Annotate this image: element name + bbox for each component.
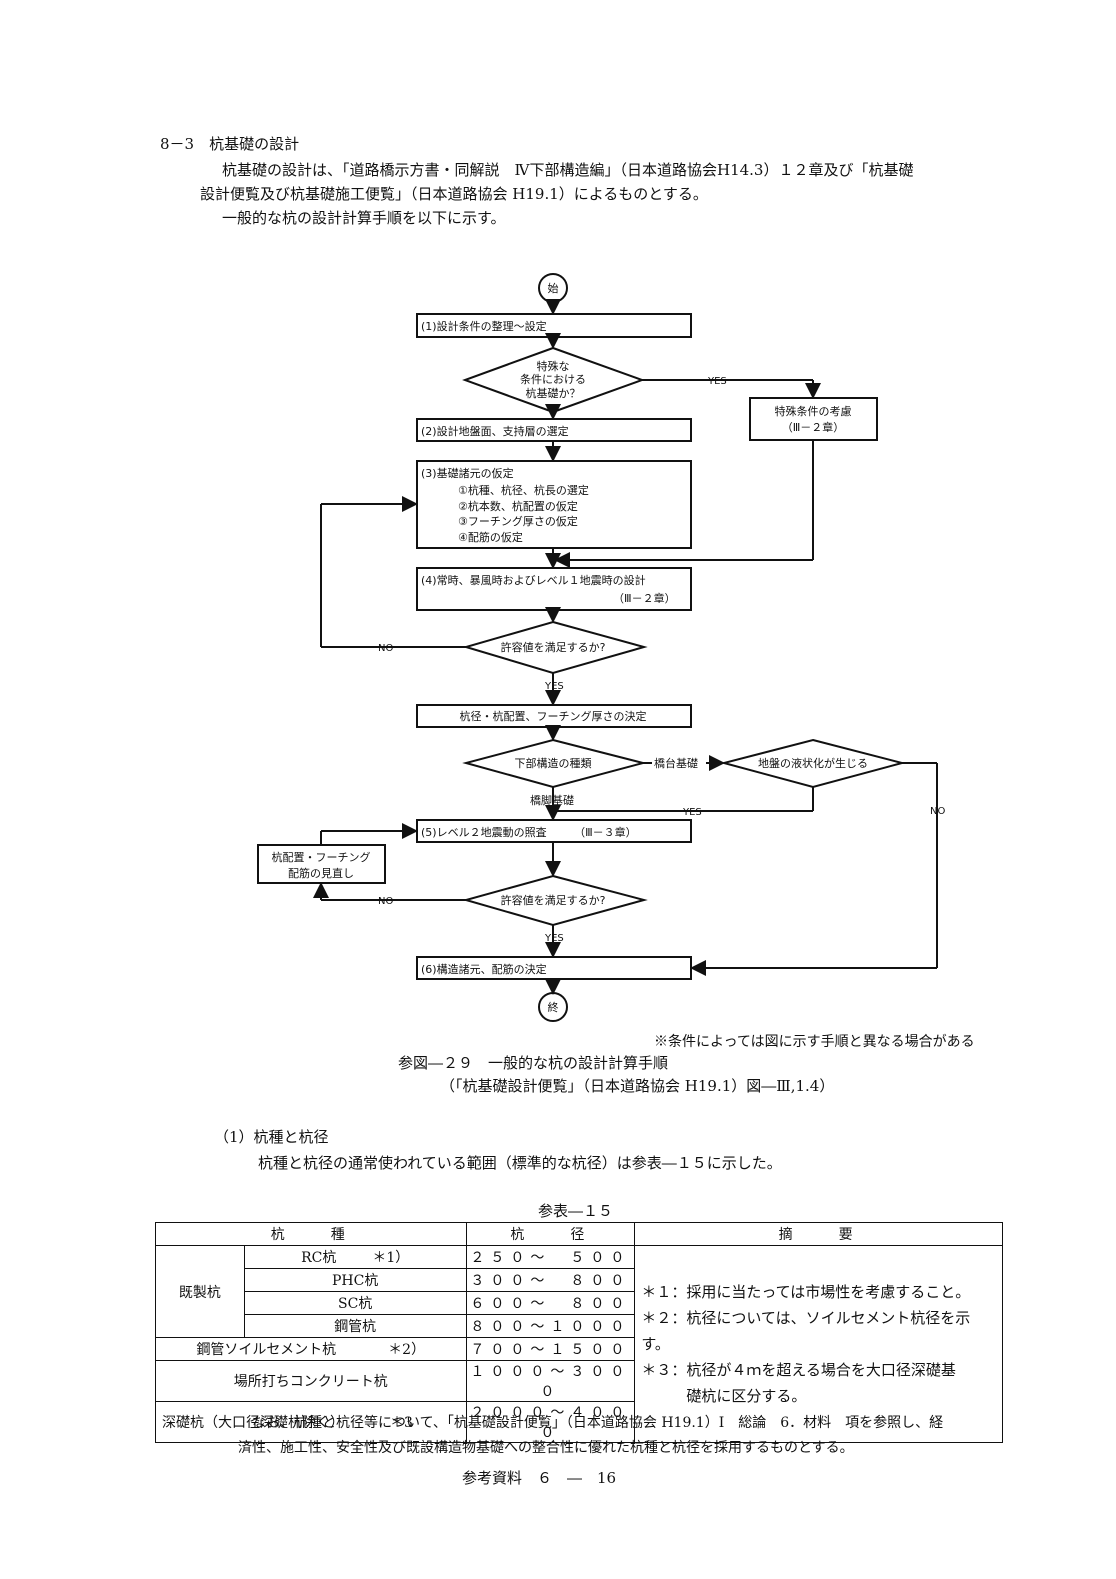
- determination-label: 杭径・杭配置、フーチング厚さの決定: [460, 709, 647, 723]
- footer-note-line-1: なお、杭種と杭径等について、「杭基礎設計便覧」（日本道路協会 H19.1）Ⅰ 総…: [252, 1415, 944, 1431]
- pile-type-cell: 場所打ちコンクリート杭: [155, 1360, 467, 1402]
- table-row: 既製杭 RC杭＊1） ２５０～ ５００ ＊１：採用に当たっては市場性を考慮するこ…: [155, 1245, 1003, 1443]
- step-4-line-2: （Ⅲ－２章）: [613, 591, 676, 605]
- section-paragraph-line-3: 一般的な杭の設計計算手順を以下に示す。: [222, 209, 506, 227]
- step-3-item-2: ②杭本数、杭配置の仮定: [458, 499, 578, 513]
- page-number: 参考資料 ６ ― 16: [462, 1469, 617, 1487]
- section-paragraph-line-1: 杭基礎の設計は、「道路橋示方書・同解説 Ⅳ下部構造編」（日本道路協会H14.3）…: [222, 161, 914, 179]
- remark-line: 礎杭に区分する。: [641, 1387, 807, 1405]
- pile-type-cell: PHC杭: [243, 1268, 467, 1292]
- special-line-1: 特殊条件の考慮: [775, 404, 852, 418]
- remark-line: ＊３：杭径が４ｍを超える場合を大口径深礎基: [641, 1361, 956, 1379]
- dec5-yes-label: YES: [544, 933, 564, 944]
- dec3-label: 下部構造の種類: [515, 756, 592, 770]
- section-heading: 8－3 杭基礎の設計: [160, 135, 300, 153]
- step-5-label: (5)レベル２地震動の照査 （Ⅲ－３章）: [421, 825, 637, 839]
- pile-diameter-cell: ６００～ ８００: [465, 1291, 636, 1315]
- pile-type-cell: 鋼管ソイルセメント杭＊2）: [155, 1337, 467, 1361]
- dec1-yes-label: YES: [707, 376, 727, 387]
- pile-type-cell: SC杭: [243, 1291, 467, 1315]
- subsection-heading: （1）杭種と杭径: [214, 1128, 329, 1146]
- step-3-item-4: ④配筋の仮定: [458, 530, 523, 544]
- table-row: 鋼管ソイルセメント杭＊2） ７００～１５００: [155, 1337, 1003, 1361]
- section-paragraph-line-2: 設計便覧及び杭基礎施工便覧」（日本道路協会 H19.1）によるものとする。: [200, 185, 708, 203]
- figure-caption: 参図―２９ 一般的な杭の設計計算手順: [398, 1054, 669, 1072]
- header-pile-type: 杭 種: [155, 1222, 467, 1246]
- dec5-label: 許容値を満足するか?: [501, 893, 606, 907]
- dec1-line-2: 条件における: [520, 372, 586, 386]
- dec1-line-3: 杭基礎か？: [526, 386, 581, 400]
- pile-diameter-cell: ７００～１５００: [465, 1337, 636, 1361]
- group-precast-pile: 既製杭: [155, 1245, 245, 1338]
- figure-source: （「杭基礎設計便覧」（日本道路協会 H19.1）図―Ⅲ,1.4）: [440, 1077, 835, 1095]
- table-row: 場所打ちコンクリート杭 １０００～３０００: [155, 1360, 1003, 1402]
- step-3-title: (3)基礎諸元の仮定: [421, 466, 514, 480]
- footer-note-line-2: 済性、施工性、安全性及び既設構造物基礎への整合性に優れた杭種と杭径を採用するもの…: [238, 1440, 854, 1456]
- pile-type-table: 杭 種 杭 径 摘 要 既製杭 RC杭＊1） ２５０～ ５００ ＊１：採用に当た…: [155, 1222, 1003, 1443]
- step-4-line-1: (4)常時、暴風時およびレベル１地震時の設計: [421, 573, 646, 587]
- step-2-label: (2)設計地盤面、支持層の選定: [421, 424, 569, 438]
- special-line-2: （Ⅲ－２章）: [782, 420, 845, 434]
- table-row: PHC杭 ３００～ ８００: [156, 1268, 1003, 1292]
- end-label: 終: [548, 1000, 559, 1014]
- pile-diameter-cell: ２５０～ ５００: [465, 1245, 636, 1269]
- dec1-line-1: 特殊な: [537, 359, 570, 373]
- table-row: 深礎杭（大口径深礎杭除く）＊3 ２０００～４０００: [155, 1401, 1003, 1443]
- step-1-label: (1)設計条件の整理～設定: [421, 319, 547, 333]
- review-line-1: 杭配置・フーチング: [272, 850, 371, 864]
- dec2-label: 許容値を満足するか?: [501, 640, 606, 654]
- figure-note: ※条件によっては図に示す手順と異なる場合がある: [654, 1034, 975, 1050]
- step-3-item-1: ①杭種、杭径、杭長の選定: [458, 483, 589, 497]
- remark-line: ＊１：採用に当たっては市場性を考慮すること。: [641, 1283, 971, 1301]
- header-remarks: 摘 要: [634, 1222, 1003, 1246]
- dec5-no-label: NO: [378, 896, 393, 907]
- pile-diameter-cell: ３００～ ８００: [465, 1268, 636, 1292]
- step-3-item-3: ③フーチング厚さの仮定: [458, 514, 578, 528]
- end-terminal: [538, 992, 568, 1022]
- step-6-label: (6)構造諸元、配筋の決定: [421, 962, 547, 976]
- dec2-yes-label: YES: [544, 681, 564, 692]
- dec4-yes-label: YES: [682, 807, 702, 818]
- start-label: 始: [548, 281, 559, 295]
- abutment-label: 橋台基礎: [654, 756, 698, 770]
- review-line-2: 配筋の見直し: [288, 866, 354, 880]
- subsection-text: 杭種と杭径の通常使われている範囲（標準的な杭径）は参表―１５に示した。: [258, 1154, 782, 1172]
- dec2-no-label: NO: [378, 643, 393, 654]
- table-caption: 参表―１５: [538, 1202, 614, 1220]
- pile-diameter-cell: ８００～１０００: [465, 1314, 636, 1338]
- remarks-cell: ＊１：採用に当たっては市場性を考慮すること。 ＊２：杭径については、ソイルセメン…: [634, 1245, 1003, 1443]
- pile-type-cell: RC杭＊1）: [243, 1245, 467, 1269]
- remark-line: ＊２：杭径については、ソイルセメント杭径を示す。: [641, 1309, 971, 1353]
- header-pile-diameter: 杭 径: [465, 1222, 636, 1246]
- dec4-label: 地盤の液状化が生じる: [758, 756, 868, 770]
- table-header-row: 杭 種 杭 径 摘 要: [155, 1222, 1003, 1246]
- pier-label: 橋脚基礎: [530, 793, 574, 807]
- pile-diameter-cell: １０００～３０００: [465, 1360, 636, 1402]
- pile-type-cell: 鋼管杭: [243, 1314, 467, 1338]
- pile-diameter-cell: ２０００～４０００: [465, 1401, 636, 1443]
- dec4-no-label: NO: [930, 806, 945, 817]
